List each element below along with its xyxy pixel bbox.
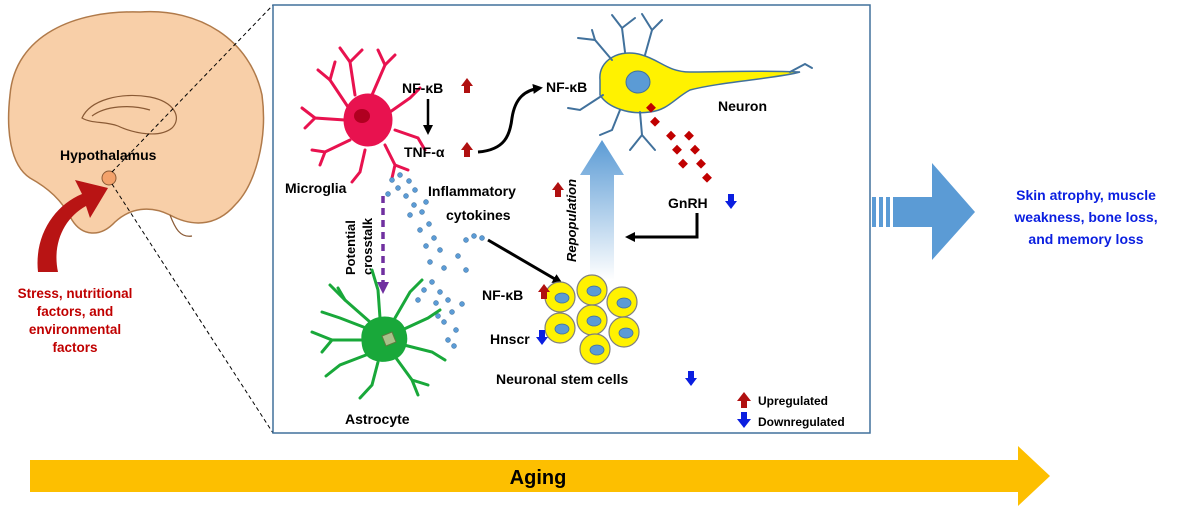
stress-line-3: environmental [29, 322, 121, 337]
astrocyte-label: Astrocyte [345, 411, 410, 427]
legend: Upregulated Downregulated [737, 392, 845, 429]
cytokines-to-stem-arrow [487, 238, 563, 284]
legend-up-arrow [737, 392, 751, 408]
tnfa-to-neuron-arrow [477, 83, 543, 154]
legend-up-label: Upregulated [758, 394, 828, 408]
stress-factors-label: Stress, nutritional factors, and environ… [18, 286, 133, 355]
outcome-arrow [872, 163, 975, 260]
stem-cell-nuclei [554, 285, 634, 356]
zoom-line-top [111, 4, 274, 173]
microglia-nfkb-label: NF-κB [402, 80, 443, 96]
stem-cells-down-arrow [685, 371, 697, 386]
stress-arrow [37, 180, 109, 272]
aging-arrow [30, 446, 1050, 506]
tnfa-label: TNF-α [404, 144, 445, 160]
stem-cells-label: Neuronal stem cells [496, 371, 628, 387]
microglia-cell [300, 46, 427, 184]
hypothalamus-label: Hypothalamus [60, 147, 157, 163]
neuron-nfkb-label: NF-κB [546, 79, 587, 95]
hnscr-label: Hnscr [490, 331, 530, 347]
inflammatory-up-arrow [552, 182, 564, 197]
zoom-line-bottom [111, 183, 274, 434]
stress-line-2: factors, and [37, 304, 114, 319]
stress-line-4: factors [52, 340, 97, 355]
brain-outline [7, 10, 265, 237]
stem-nfkb-label: NF-κB [482, 287, 523, 303]
microglia-nfkb-up-arrow [461, 78, 473, 93]
neuron-label: Neuron [718, 98, 767, 114]
repopulation-arrow [580, 140, 624, 280]
gnrh-label: GnRH [668, 195, 708, 211]
microglia-label: Microglia [285, 180, 347, 196]
gnrh-release-dots [646, 102, 712, 183]
repopulation-label: Repopulation [564, 179, 579, 262]
cytokine-dots [385, 172, 485, 349]
legend-down-arrow [737, 412, 751, 428]
crosstalk-label-2: crosstalk [360, 217, 375, 275]
tnfa-up-arrow [461, 142, 473, 157]
astrocyte-cell [310, 268, 447, 400]
aging-label: Aging [510, 467, 567, 489]
inflammatory-label: Inflammatory [428, 183, 516, 199]
stress-line-1: Stress, nutritional [18, 286, 133, 301]
crosstalk-label-1: Potential [343, 220, 358, 275]
hypothalamus-dot [101, 170, 117, 186]
cytokines-label: cytokines [446, 207, 511, 223]
neuron-cell [567, 13, 813, 151]
outcome-line-3: and memory loss [1028, 231, 1143, 247]
stem-nfkb-up-arrow [538, 284, 550, 299]
outcome-line-1: Skin atrophy, muscle [1016, 187, 1156, 203]
hnscr-down-arrow [536, 330, 548, 345]
gnrh-down-arrow [725, 194, 737, 209]
outcome-label: Skin atrophy, muscle weakness, bone loss… [1013, 187, 1157, 247]
legend-down-label: Downregulated [758, 415, 845, 429]
gnrh-to-stem-arrow [625, 213, 699, 242]
outcome-line-2: weakness, bone loss, [1013, 209, 1157, 225]
